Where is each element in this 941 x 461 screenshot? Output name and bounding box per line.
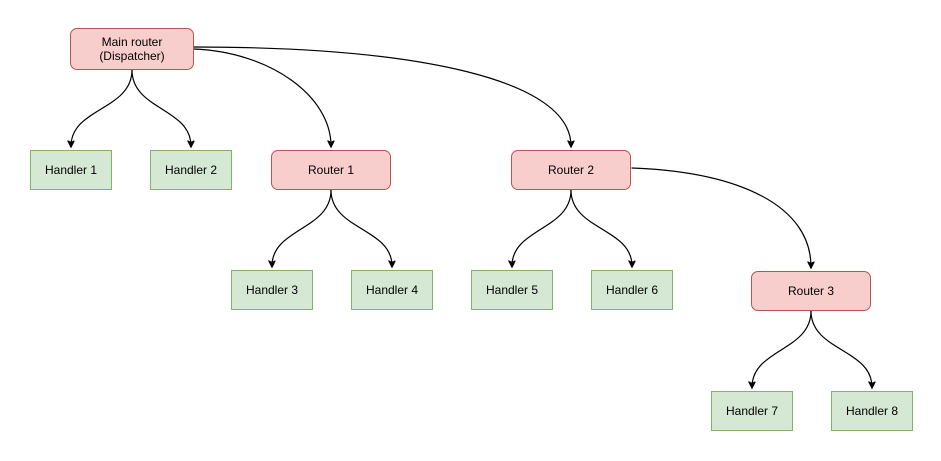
edge-main-router-to-router-2 (193, 46, 571, 146)
node-label-handler-4: Handler 4 (365, 283, 419, 297)
node-handler-2[interactable]: Handler 2 (150, 150, 232, 190)
node-label-handler-2: Handler 2 (164, 163, 218, 177)
node-main-router[interactable]: Main router (Dispatcher) (70, 28, 194, 70)
edges-group (71, 46, 872, 387)
node-handler-5[interactable]: Handler 5 (471, 270, 553, 310)
node-router-3[interactable]: Router 3 (751, 271, 871, 311)
node-handler-3[interactable]: Handler 3 (231, 270, 313, 310)
edge-router-3-to-handler-7 (752, 310, 812, 387)
node-label-router-1: Router 1 (307, 163, 355, 177)
node-label-handler-3: Handler 3 (245, 283, 299, 297)
node-handler-4[interactable]: Handler 4 (351, 270, 433, 310)
node-label-router-2: Router 2 (547, 163, 595, 177)
node-label-handler-7: Handler 7 (725, 404, 779, 418)
node-label-handler-6: Handler 6 (605, 283, 659, 297)
node-handler-1[interactable]: Handler 1 (30, 150, 112, 190)
node-handler-7[interactable]: Handler 7 (711, 391, 793, 431)
edge-router-1-to-handler-3 (272, 189, 332, 266)
node-router-1[interactable]: Router 1 (271, 150, 391, 190)
edge-router-2-to-handler-5 (512, 189, 572, 266)
node-label-handler-1: Handler 1 (44, 163, 98, 177)
node-label-router-3: Router 3 (787, 284, 835, 298)
edge-router-3-to-handler-8 (810, 310, 872, 387)
edge-router-2-to-router-3 (631, 167, 811, 267)
node-handler-8[interactable]: Handler 8 (831, 391, 913, 431)
edge-router-1-to-handler-4 (330, 189, 392, 266)
node-handler-6[interactable]: Handler 6 (591, 270, 673, 310)
node-label-handler-8: Handler 8 (845, 404, 899, 418)
edge-main-router-to-router-1 (193, 48, 331, 146)
edge-main-router-to-handler-1 (71, 69, 133, 146)
node-label-main-router: Main router (Dispatcher) (99, 35, 165, 63)
node-router-2[interactable]: Router 2 (511, 150, 631, 190)
edge-router-2-to-handler-6 (570, 189, 632, 266)
edge-main-router-to-handler-2 (131, 69, 191, 146)
node-label-handler-5: Handler 5 (485, 283, 539, 297)
